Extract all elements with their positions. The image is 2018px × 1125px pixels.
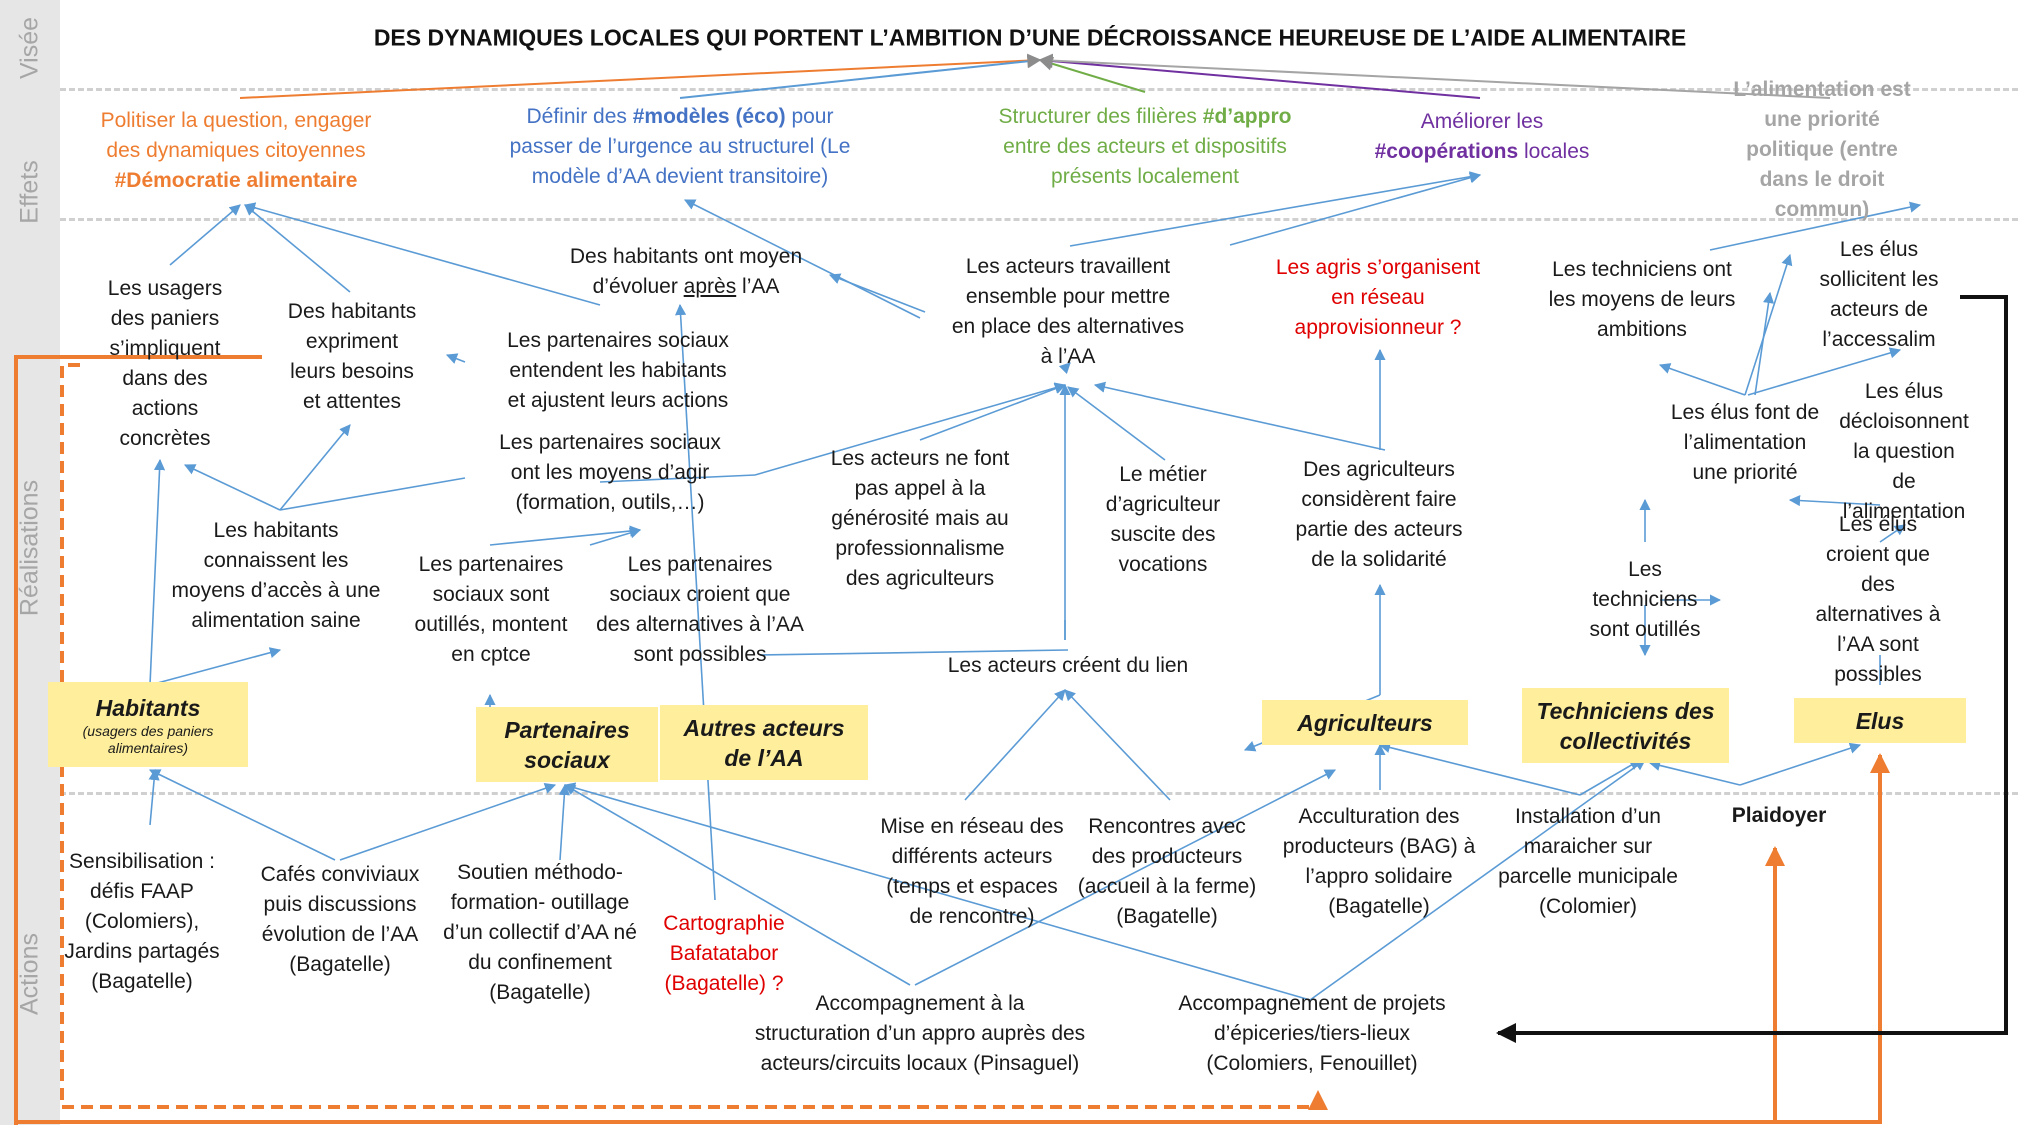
orange-solid-to-elus: [16, 753, 1890, 1124]
actor-partenaires-sociaux: Partenaires sociaux: [476, 707, 658, 782]
blue-links: [149, 171, 1922, 752]
action-cafes: Cafés conviviaux puis discussions évolut…: [260, 863, 420, 976]
action-acculturation: Acculturation des producteurs (BAG) à l’…: [1282, 805, 1476, 918]
effet-cooperations: Améliorer les #coopérations locales: [1374, 110, 1590, 163]
effet-modeles: Définir des #modèles (éco) pour passer d…: [509, 105, 851, 188]
diagram-title: DES DYNAMIQUES LOCALES QUI PORTENT L’AMB…: [373, 24, 1687, 51]
action-accompagnement-appro: Accompagnement à la structuration d’un a…: [754, 992, 1086, 1075]
real-croient: Les partenaires sociaux croient que des …: [596, 553, 804, 666]
orange-dashed-frame: [60, 363, 1328, 1110]
real-usagers: Les usagers des paniers s’impliquent dan…: [107, 277, 223, 450]
effet-priorite: L’alimentation est une priorité politiqu…: [1733, 78, 1911, 221]
action-plaidoyer: Plaidoyer: [1731, 804, 1827, 827]
real-connaissent: Les habitants connaissent les moyens d’a…: [171, 519, 381, 632]
real-lien: Les acteurs créent du lien: [947, 654, 1189, 677]
vise-links: [239, 53, 1831, 99]
orange-feedback: [14, 355, 1890, 1125]
link-filieres-vise: [1038, 56, 1146, 93]
real-moyens-agir: Les partenaires sociaux ont les moyens d…: [499, 431, 721, 514]
real-evoluer: Des habitants ont moyen d’évoluer après …: [569, 245, 803, 298]
action-installation: Installation d’un maraicher sur parcelle…: [1498, 805, 1678, 918]
real-outilles: Les partenaires sociaux sont outillés, m…: [414, 553, 568, 666]
real-techniciens-ambitions: Les techniciens ont les moyens de leurs …: [1548, 258, 1736, 341]
effet-filieres: Structurer des filières #d’appro entre d…: [998, 105, 1292, 188]
real-elus-croient: Les élus croient que des alternatives à …: [1815, 513, 1941, 686]
divider-realisations-actions: [60, 792, 2018, 795]
link-modeles-vise: [679, 54, 1042, 99]
section-band: [0, 0, 60, 1125]
action-sensibilisation: Sensibilisation : défis FAAP (Colomiers)…: [64, 850, 220, 993]
real-agris-solidarite: Des agriculteurs considèrent faire parti…: [1295, 458, 1463, 571]
link-politiser-vise: [239, 53, 1042, 99]
blue-links-lower: [148, 303, 1862, 1001]
real-expriment: Des habitants expriment leurs besoins et…: [287, 300, 417, 413]
divider-effets-realisations: [60, 218, 2018, 221]
action-accompagnement-projets: Accompagnement de projets d’épiceries/ti…: [1178, 992, 1446, 1075]
actor-agriculteurs: Agriculteurs: [1262, 700, 1468, 745]
real-travaillent: Les acteurs travaillent ensemble pour me…: [951, 255, 1185, 368]
orange-solid-frame-left: [14, 355, 262, 1125]
actor-autres-acteurs: Autres acteurs de l’AA: [660, 705, 868, 780]
real-agris-reseau: Les agris s’organisent en réseau approvi…: [1275, 256, 1481, 339]
action-rencontres: Rencontres avec des producteurs (accueil…: [1077, 815, 1257, 928]
real-elus-priorite: Les élus font de l’alimentation une prio…: [1670, 401, 1820, 484]
action-mise-en-reseau: Mise en réseau des différents acteurs (t…: [880, 815, 1064, 928]
action-cartographie: Cartographie Bafatatabor (Bagatelle) ?: [663, 912, 785, 995]
link-priorite-vise: [1038, 53, 1831, 99]
link-cooperations-vise: [1038, 54, 1481, 99]
divider-visee-effets: [60, 88, 2018, 91]
real-elus-decloisonnent: Les élus décloisonnent la question de l’…: [1839, 380, 1969, 523]
real-tech-outilles: Les techniciens sont outillés: [1589, 558, 1701, 641]
real-generosite: Les acteurs ne font pas appel à la génér…: [830, 447, 1010, 590]
actor-techniciens: Techniciens des collectivités: [1522, 688, 1729, 763]
black-link-elus-to-projets: [1496, 295, 2008, 1043]
real-elus-sollicitent: Les élus sollicitent les acteurs de l’ac…: [1819, 238, 1939, 351]
real-entendent: Les partenaires sociaux entendent les ha…: [507, 329, 729, 412]
actor-habitants: Habitants (usagers des paniers alimentai…: [48, 682, 248, 767]
actor-elus: Elus: [1794, 698, 1966, 743]
action-soutien: Soutien méthodo- formation- outillage d’…: [443, 861, 637, 1004]
effet-democratie: Politiser la question, engager des dynam…: [100, 109, 372, 192]
real-metier: Le métier d’agriculteur suscite des voca…: [1105, 463, 1221, 576]
